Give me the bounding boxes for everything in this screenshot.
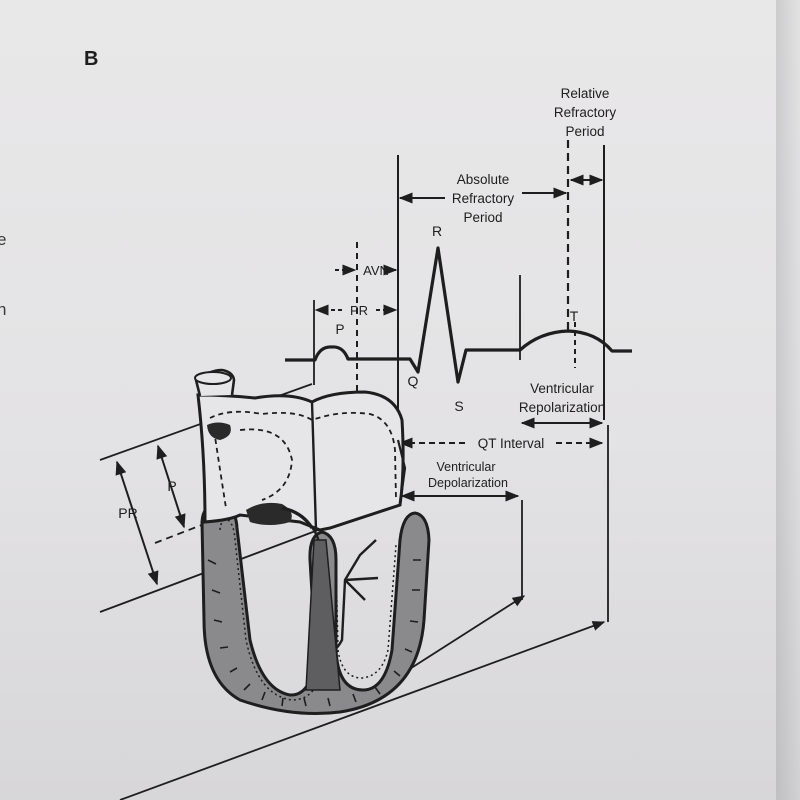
qt-interval-label: QT Interval	[478, 436, 545, 451]
page-edge-shadow	[776, 0, 800, 800]
absolute-refractory-label-1: Absolute	[457, 172, 510, 187]
relative-refractory-label-2: Refractory	[554, 105, 617, 120]
absolute-refractory-label-2: Refractory	[452, 191, 515, 206]
pr-top-label: PR	[350, 303, 368, 318]
projection-line-depolarization	[404, 595, 526, 673]
relative-refractory-label-3: Period	[565, 124, 604, 139]
q-wave-label: Q	[408, 373, 419, 389]
ventricular-depolarization-label-2: Depolarization	[428, 476, 508, 490]
p-wave-label: P	[335, 322, 344, 337]
projection-line-repolarization	[119, 621, 606, 800]
pr-interval-left-label: PR	[118, 505, 137, 521]
p-dimension-arrow	[156, 444, 186, 529]
sa-node	[207, 422, 231, 440]
bundle-of-his	[281, 506, 314, 529]
ventricular-repolarization-label-1: Ventricular	[530, 381, 594, 396]
purkinje-fibers	[207, 559, 421, 707]
figure-letter: B	[84, 48, 99, 70]
pr-dimension-arrow	[115, 460, 159, 586]
septum	[305, 539, 341, 691]
ecg-trace	[285, 246, 632, 384]
avn-label: AVN	[363, 263, 389, 278]
av-node	[246, 502, 292, 525]
absolute-refractory-label-3: Period	[463, 210, 502, 225]
atrial-septum	[310, 401, 318, 531]
atria-inner-dashed	[209, 410, 397, 509]
p-interval-left-label: P	[167, 478, 176, 494]
t-wave-label: T	[570, 308, 579, 324]
r-wave-label: R	[432, 223, 442, 239]
vena-cava-opening	[194, 371, 232, 385]
relative-refractory-label-1: Relative	[561, 86, 610, 101]
atria-outline	[196, 390, 405, 532]
margin-text-fragment: e	[0, 230, 7, 249]
ventricular-depolarization-label-1: Ventricular	[436, 460, 495, 474]
right-ventricle-chamber	[335, 544, 397, 679]
margin-text-fragment: n	[0, 300, 7, 319]
ventricular-repolarization-label-2: Repolarization	[519, 400, 605, 415]
s-wave-label: S	[454, 398, 463, 414]
right-ventricle-edge	[396, 439, 407, 506]
